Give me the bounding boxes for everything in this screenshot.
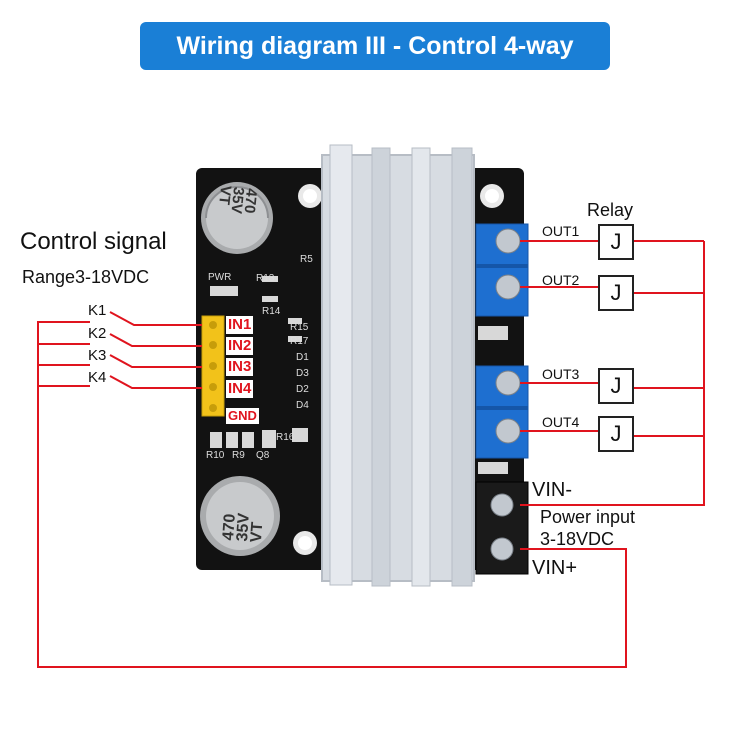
heatsink — [321, 144, 475, 587]
power-input-label: Power input — [540, 507, 636, 527]
cap-bottom-label: 470 35V VT — [220, 512, 266, 543]
capacitor-bottom — [200, 476, 280, 556]
diagram-title: Wiring diagram III - Control 4-way — [176, 31, 574, 60]
title-banner: Wiring diagram III - Control 4-way — [140, 22, 610, 70]
input-in1: IN1 — [226, 316, 254, 334]
silk-r14: R14 — [262, 306, 281, 317]
cap-top-label: 470 35V VT — [215, 185, 260, 216]
silk-r13: R13 — [256, 273, 275, 284]
switch-k1: K1 — [88, 302, 107, 319]
control-signal-range: Range3-18VDC — [22, 267, 150, 287]
silk-r17: R17 — [290, 336, 309, 347]
relay-title: Relay — [587, 200, 634, 220]
relay-4-symbol: J — [610, 421, 622, 446]
vin-minus-label: VIN- — [532, 479, 572, 501]
switch-k2: K2 — [88, 325, 107, 342]
pin-header — [201, 315, 225, 417]
power-terminal — [475, 481, 529, 575]
control-signal-title: Control signal — [20, 228, 167, 255]
silk-r15: R15 — [290, 322, 309, 333]
power-input-range: 3-18VDC — [540, 529, 615, 549]
input-gnd: GND — [226, 408, 259, 424]
relay-2: J — [598, 275, 634, 311]
output-out4: OUT4 — [542, 414, 580, 430]
wiring — [37, 240, 705, 668]
silk-r10: R10 — [206, 450, 225, 461]
vin-plus-label: VIN+ — [532, 557, 578, 579]
relay-2-symbol: J — [610, 280, 622, 305]
relay-3-symbol: J — [610, 373, 622, 398]
output-out1: OUT1 — [542, 223, 580, 239]
silk-d3: D3 — [296, 368, 309, 379]
relay-1-symbol: J — [610, 229, 622, 254]
output-terminal-1 — [475, 223, 529, 317]
silk-q8: Q8 — [256, 450, 270, 461]
input-in3: IN3 — [226, 358, 254, 376]
output-out3: OUT3 — [542, 366, 580, 382]
output-terminal-2 — [475, 365, 529, 459]
switch-k3: K3 — [88, 347, 107, 364]
smd-components — [210, 276, 508, 474]
relay-3: J — [598, 368, 634, 404]
input-in2: IN2 — [226, 337, 254, 355]
silk-r5: R5 — [300, 254, 313, 265]
relay-4: J — [598, 416, 634, 452]
silk-d2: D2 — [296, 384, 309, 395]
mounting-holes — [293, 184, 504, 555]
silk-d1: D1 — [296, 352, 309, 363]
silk-r9: R9 — [232, 450, 245, 461]
capacitor-top — [201, 182, 273, 254]
output-out2: OUT2 — [542, 272, 580, 288]
silk-d4: D4 — [296, 400, 309, 411]
silk-r16: R16 — [276, 432, 295, 443]
relay-1: J — [598, 224, 634, 260]
switch-k4: K4 — [88, 369, 107, 386]
silk-pwr: PWR — [208, 272, 232, 283]
input-in4: IN4 — [226, 380, 254, 398]
